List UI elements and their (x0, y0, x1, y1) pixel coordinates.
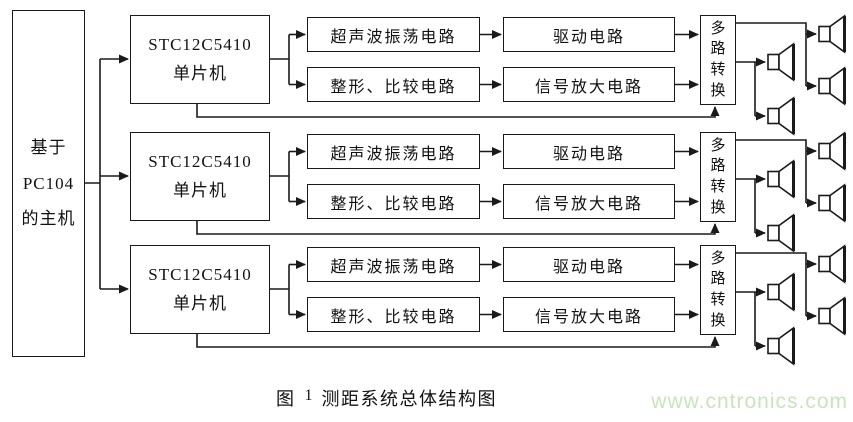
driver-box-3: 驱动电路 (503, 247, 675, 282)
oscillator-box-2: 超声波振荡电路 (307, 134, 480, 169)
caption-title: 测距系统总体结构图 (321, 389, 497, 409)
mux-box-2: 多路转换 (700, 132, 736, 222)
mcu-box-1: STC12C5410 单片机 (130, 15, 270, 104)
amplifier-box-3: 信号放大电路 (503, 297, 675, 332)
mux-box-1: 多路转换 (700, 15, 736, 105)
host-line-1: 基于 (30, 137, 67, 157)
shaper-box-1: 整形、比较电路 (307, 67, 480, 102)
caption-number: 1 (304, 387, 313, 404)
mcu-model: STC12C5410 (148, 151, 252, 171)
driver-box-2: 驱动电路 (503, 134, 675, 169)
mux-label: 多路转换 (710, 250, 726, 329)
mcu-label: 单片机 (173, 293, 227, 313)
mcu-box-3: STC12C5410 单片机 (130, 245, 270, 334)
mcu-model: STC12C5410 (148, 264, 252, 284)
shaper-box-3: 整形、比较电路 (307, 297, 480, 332)
shaper-box-2: 整形、比较电路 (307, 184, 480, 219)
caption-prefix: 图 (276, 389, 296, 409)
host-pc104-box: 基于 PC104 的主机 (12, 10, 85, 357)
amplifier-box-2: 信号放大电路 (503, 184, 675, 219)
host-bus-line (85, 59, 101, 289)
host-line-3: 的主机 (21, 209, 76, 229)
oscillator-box-3: 超声波振荡电路 (307, 247, 480, 282)
mcu-model: STC12C5410 (148, 34, 252, 54)
mcu-label: 单片机 (173, 63, 227, 83)
mux-box-3: 多路转换 (700, 245, 736, 335)
amplifier-box-1: 信号放大电路 (503, 67, 675, 102)
driver-box-1: 驱动电路 (503, 17, 675, 52)
mcu-box-2: STC12C5410 单片机 (130, 132, 270, 221)
mux-label: 多路转换 (710, 137, 726, 216)
oscillator-box-1: 超声波振荡电路 (307, 17, 480, 52)
mux-label: 多路转换 (710, 20, 726, 99)
mcu-label: 单片机 (173, 180, 227, 200)
watermark-text: www.cntronics.com (651, 390, 848, 413)
host-line-2: PC104 (22, 173, 75, 193)
